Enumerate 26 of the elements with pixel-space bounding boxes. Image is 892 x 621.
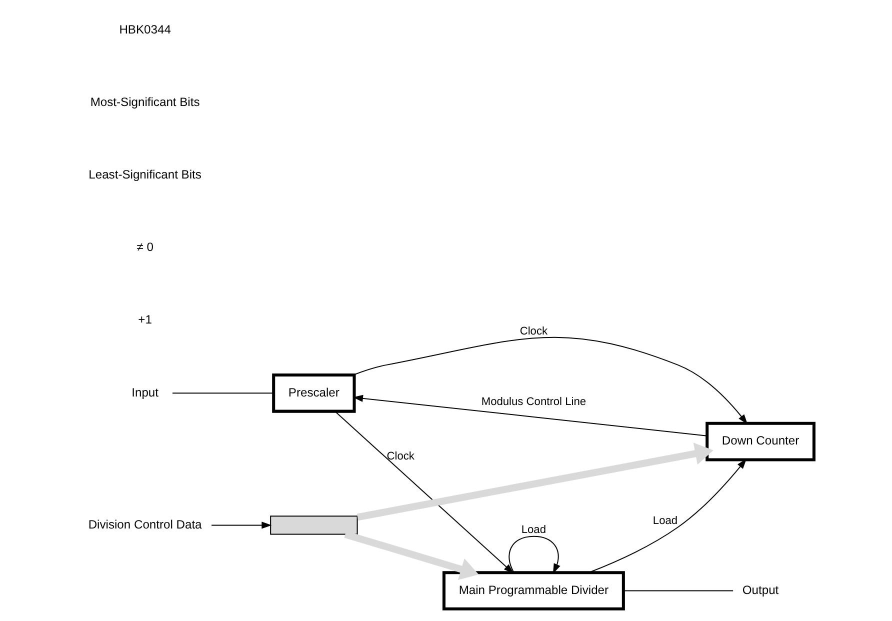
arrow — [356, 442, 713, 521]
arrow — [352, 336, 748, 424]
edge-label: Load — [520, 524, 546, 536]
arrow — [508, 536, 560, 574]
label: Most-Significant Bits — [90, 94, 200, 109]
node-text: Input — [131, 385, 158, 400]
arrow — [334, 411, 514, 574]
label: Least-Significant Bits — [88, 168, 201, 182]
arrow — [211, 522, 272, 529]
connector — [172, 392, 274, 394]
node-box: Main Programmable Divider — [442, 571, 624, 610]
node-text: Output — [742, 582, 778, 597]
node-box: Down Counter — [705, 422, 815, 462]
node-text: Division Control Data — [88, 517, 202, 532]
edge-label: Clock — [519, 325, 548, 338]
arrow — [588, 458, 746, 574]
node-box: Prescaler — [272, 374, 356, 413]
edge-label: Load — [652, 515, 678, 528]
arrow — [344, 530, 478, 580]
label: +1 — [138, 312, 152, 327]
label: HBK0344 — [118, 22, 170, 36]
label: ≠ 0 — [136, 240, 153, 254]
node-bar — [270, 516, 358, 535]
edge-label: Clock — [386, 450, 414, 463]
connector — [623, 590, 733, 592]
edge-label: Modulus Control Line — [480, 396, 586, 408]
